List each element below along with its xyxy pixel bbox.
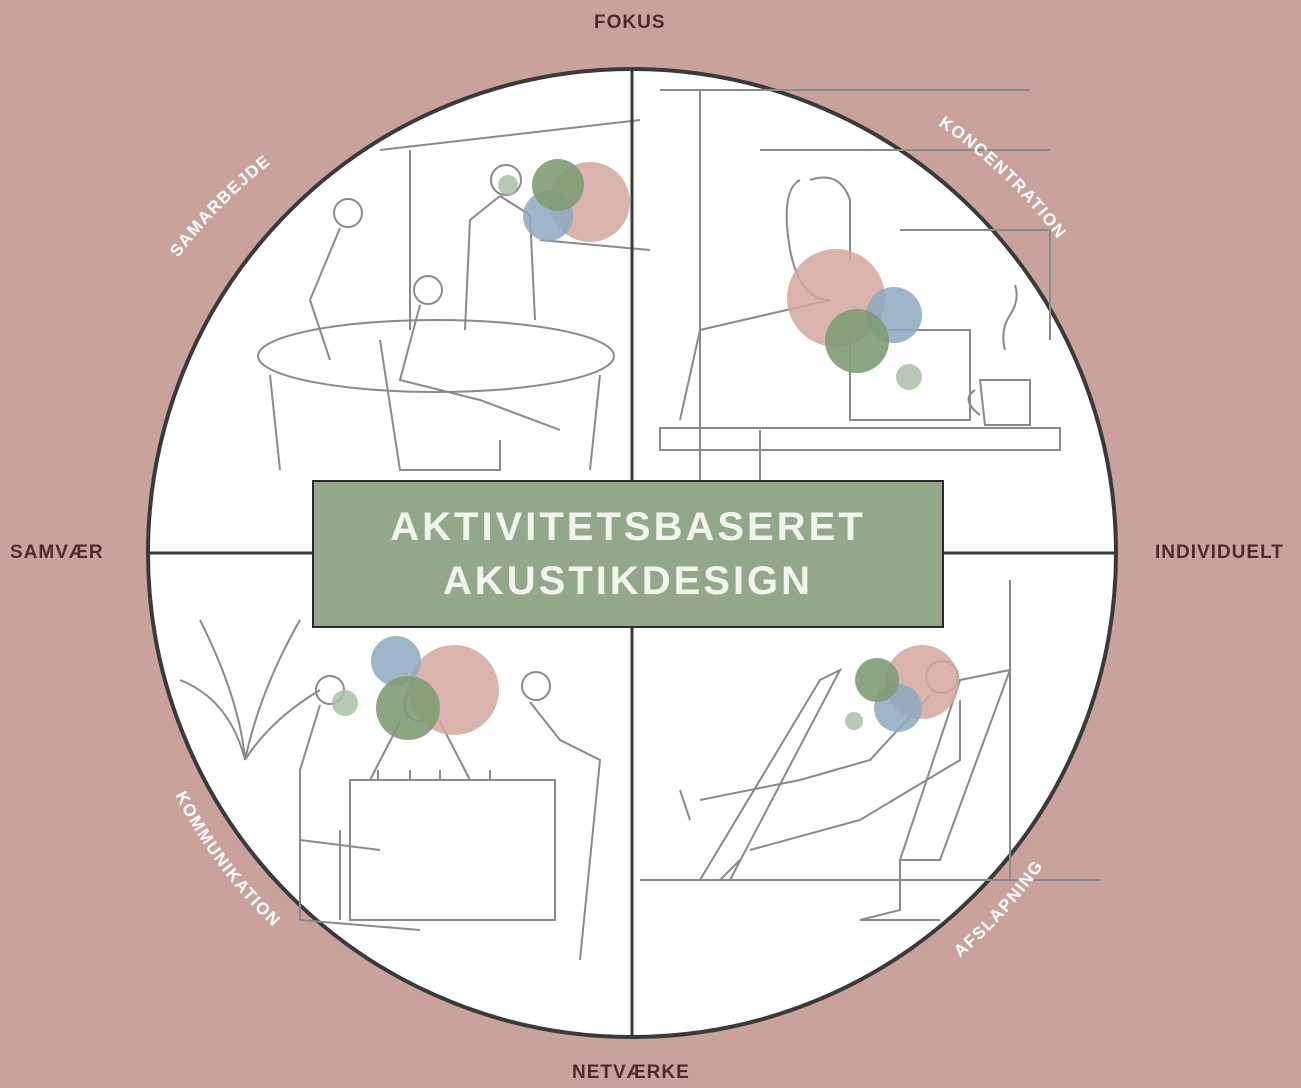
axis-label-right: INDIVIDUELT — [1155, 542, 1284, 563]
axis-label-left: SAMVÆR — [10, 542, 104, 563]
title-box: AKTIVITETSBASERET AKUSTIKDESIGN — [312, 480, 944, 628]
sketch-relaxation — [640, 580, 1100, 921]
title-line-1: AKTIVITETSBASERET — [390, 505, 866, 549]
sketch-concentration — [659, 89, 1061, 520]
title-line-2: AKUSTIKDESIGN — [442, 559, 814, 603]
bubbles-collaboration — [498, 159, 630, 242]
bubbles-relaxation — [845, 645, 959, 732]
axis-label-top: FOKUS — [594, 12, 666, 33]
axis-label-bottom: NETVÆRKE — [572, 1062, 690, 1083]
bubbles-communication — [332, 636, 499, 740]
bubbles-concentration — [787, 249, 922, 390]
sketch-collaboration — [257, 119, 651, 471]
